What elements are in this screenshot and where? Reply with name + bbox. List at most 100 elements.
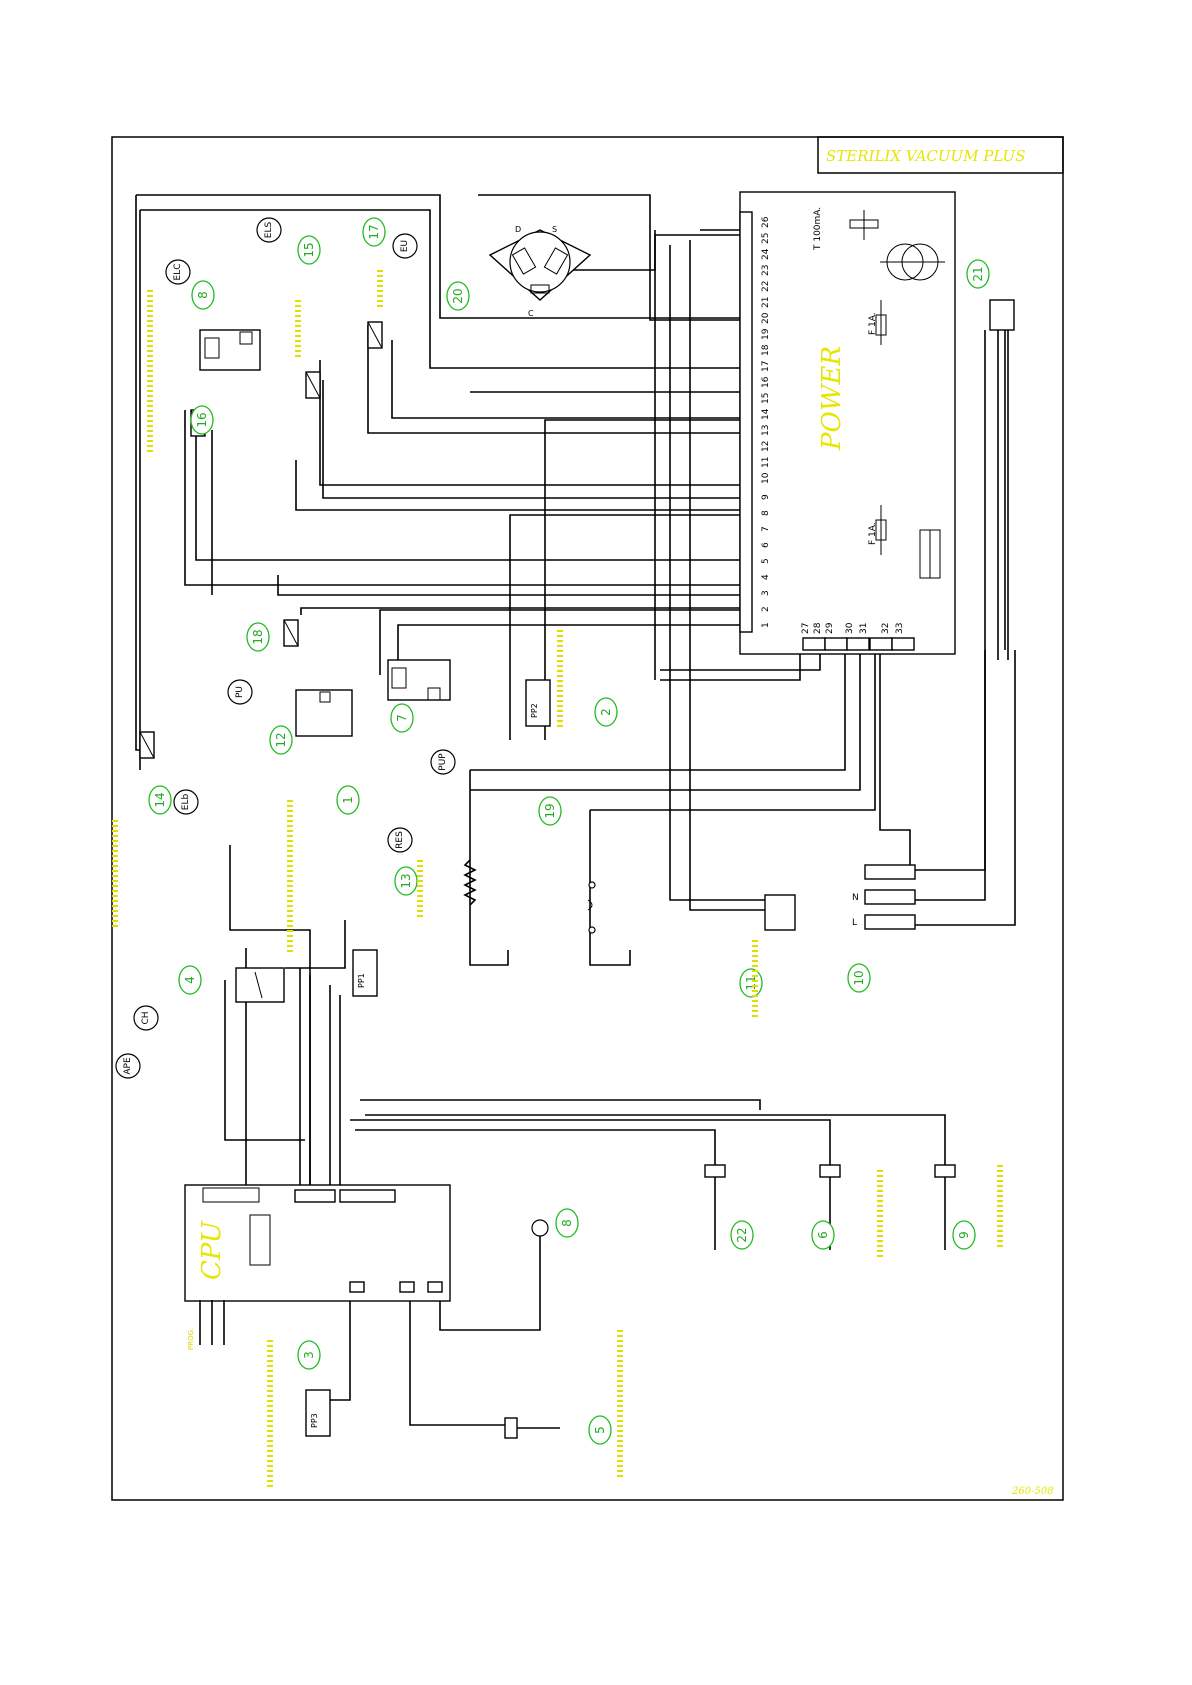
power-cable [990, 300, 1014, 660]
item-number-6: 6 [812, 1221, 834, 1249]
item-number-19: 19 [539, 797, 561, 825]
switch-label-pp2: PP2 [530, 703, 539, 718]
svg-text:11: 11 [744, 975, 758, 990]
power-pin-13: 13 [761, 425, 771, 436]
svg-text:21: 21 [971, 266, 985, 281]
drawing-code: 260-508 [1011, 1486, 1054, 1497]
item-number-20: 20 [447, 282, 469, 310]
item-number-14: 14 [149, 786, 171, 814]
switch-label-pp1: PP1 [357, 973, 366, 988]
solenoid-valve-15 [306, 372, 320, 398]
pressure-switch-pp3: PP3 [306, 1390, 330, 1436]
svg-text:12: 12 [274, 732, 288, 747]
svg-text:9: 9 [957, 1231, 971, 1239]
power-pin-26: 26 [761, 216, 771, 228]
item-number-17: 17 [363, 218, 385, 246]
pump-port-c: C [528, 309, 534, 318]
door-switch [236, 968, 284, 1002]
svg-text:ELb: ELb [181, 794, 191, 811]
switch-label-pp3: PP3 [310, 1413, 319, 1428]
item-number-9: 9 [953, 1221, 975, 1249]
terminal-l-label: L [852, 918, 857, 928]
code-ch: CH [134, 1006, 158, 1030]
code-res: RES [388, 828, 412, 852]
svg-text:EU: EU [400, 240, 410, 252]
item-number-1: 1 [337, 786, 359, 814]
power-board-label: POWER [817, 346, 847, 451]
item-number-18: 18 [247, 623, 269, 651]
item-number-2: 2 [595, 698, 617, 726]
power-pin-16: 16 [761, 376, 771, 388]
power-pin-33: 33 [895, 623, 905, 634]
svg-text:PUP: PUP [438, 753, 448, 771]
power-pin-4: 4 [761, 574, 771, 580]
temperature-probe-5 [505, 1418, 560, 1438]
solenoid-valve-17 [368, 322, 382, 348]
power-pin-30: 30 [845, 622, 855, 634]
svg-text:ELS: ELS [264, 222, 274, 239]
power-pin-14: 14 [761, 408, 771, 420]
vacuum-pump: D S C [490, 225, 590, 318]
power-pin-1: 1 [761, 622, 771, 628]
svg-text:20: 20 [451, 288, 465, 303]
power-pin-24: 24 [761, 248, 771, 260]
svg-text:16: 16 [195, 412, 209, 427]
power-pin-7: 7 [761, 526, 771, 532]
solenoid-valve-14 [140, 732, 154, 758]
svg-text:5: 5 [593, 1426, 607, 1434]
power-pin-18: 18 [761, 344, 771, 356]
svg-text:4: 4 [183, 976, 197, 984]
item-number-21: 21 [967, 260, 989, 288]
power-pin-28: 28 [813, 622, 823, 634]
power-pin-10: 10 [761, 472, 771, 484]
svg-text:13: 13 [399, 873, 413, 888]
svg-text:10: 10 [852, 970, 866, 985]
item-number-3: 3 [298, 1341, 320, 1369]
pressure-switch-pp1: PP1 [353, 950, 377, 996]
item-number-13: 13 [395, 867, 417, 895]
item-number-16: 16 [191, 406, 213, 434]
power-fuse-t-label: T 100mA. [813, 207, 823, 251]
solenoid-valve-18 [284, 620, 298, 646]
power-pin-31: 31 [859, 623, 869, 634]
item-number-5: 5 [589, 1416, 611, 1444]
drawing-title: STERILIX VACUUM PLUS [826, 147, 1025, 165]
item-number-15: 15 [298, 236, 320, 264]
power-pin-2: 2 [761, 606, 771, 612]
power-pin-17: 17 [761, 361, 771, 372]
power-pin-23: 23 [761, 265, 771, 276]
power-pin-21: 21 [761, 297, 771, 308]
svg-text:1: 1 [341, 796, 355, 804]
pump-port-s: S [552, 225, 557, 234]
power-pin-8: 8 [761, 510, 771, 516]
item-number-8: 8 [192, 281, 214, 309]
svg-text:18: 18 [251, 629, 265, 644]
power-board: POWER T 100mA. F 1A. F 1A. 1234567891011… [740, 192, 955, 654]
power-pin-29: 29 [825, 622, 835, 634]
item-number-4: 4 [179, 966, 201, 994]
power-pin-5: 5 [761, 558, 771, 564]
level-probe-9 [935, 1165, 955, 1250]
water-pump-8 [200, 330, 260, 370]
cpu-board-label: CPU [197, 1220, 227, 1280]
svg-text:15: 15 [302, 242, 316, 257]
item-number-22: 22 [731, 1221, 753, 1249]
svg-text:14: 14 [153, 792, 167, 807]
power-pin-3: 3 [761, 590, 771, 596]
svg-text:CH: CH [141, 1011, 151, 1024]
item-number-11: 11 [740, 969, 762, 997]
code-ape: APE [116, 1054, 140, 1078]
heating-resistor [465, 860, 475, 905]
svg-text:RES: RES [395, 831, 405, 849]
level-probe-22 [705, 1165, 725, 1250]
water-pump-7 [388, 660, 450, 700]
svg-text:3: 3 [302, 1351, 316, 1359]
power-pin-9: 9 [761, 494, 771, 500]
code-elb: ELb [174, 790, 198, 814]
item-number-8: 8 [556, 1209, 578, 1237]
thermal-fuse [588, 882, 595, 933]
power-pin-6: 6 [761, 542, 771, 548]
